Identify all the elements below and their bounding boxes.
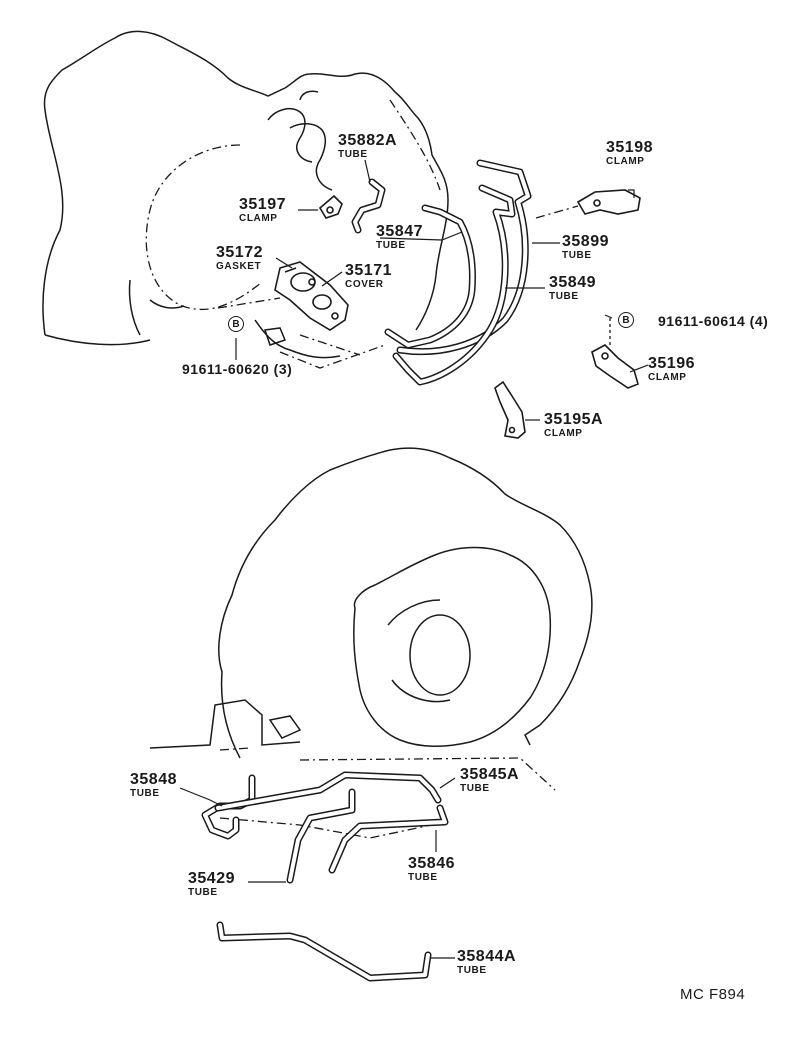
part-number: 35198 bbox=[606, 139, 653, 156]
tube-35848-shape bbox=[201, 771, 442, 840]
part-name: TUBE bbox=[562, 250, 592, 261]
bolt-callout-91611-60620: 91611-60620 (3) bbox=[182, 362, 292, 376]
part-number: 35197 bbox=[239, 196, 286, 213]
part-callout-35198: 35198 CLAMP bbox=[606, 140, 653, 167]
tube-35847-shape bbox=[384, 204, 476, 349]
part-callout-35846: 35846 TUBE bbox=[408, 856, 455, 883]
part-number: 35196 bbox=[648, 355, 695, 372]
part-name: CLAMP bbox=[606, 156, 645, 167]
part-name: CLAMP bbox=[648, 372, 687, 383]
bolt-marker-icon: B bbox=[228, 316, 244, 332]
part-callout-35197: 35197 CLAMP bbox=[239, 197, 286, 224]
bolt-qty: (3) bbox=[273, 361, 293, 377]
tube-35846-shape bbox=[286, 788, 449, 884]
leader-lines bbox=[179, 159, 649, 959]
part-number: 35195A bbox=[544, 411, 604, 428]
tube-35882a-shape bbox=[351, 178, 386, 234]
part-callout-35195a: 35195A CLAMP bbox=[544, 412, 603, 439]
part-callout-35882a: 35882A TUBE bbox=[338, 133, 397, 160]
part-callout-35847: 35847 TUBE bbox=[376, 224, 423, 251]
clamp-35197-shape bbox=[318, 194, 343, 219]
part-number: 35882A bbox=[338, 132, 398, 149]
part-number: 35846 bbox=[408, 855, 455, 872]
part-name: CLAMP bbox=[544, 428, 583, 439]
part-callout-35848: 35848 TUBE bbox=[130, 772, 177, 799]
part-callout-35196: 35196 CLAMP bbox=[648, 356, 695, 383]
part-callout-35899: 35899 TUBE bbox=[562, 234, 609, 261]
tube-35899-shape bbox=[396, 159, 532, 356]
part-number: 35899 bbox=[562, 233, 609, 250]
part-name: TUBE bbox=[376, 240, 406, 251]
upper-transaxle-housing bbox=[42, 30, 449, 359]
clamp-35196-shape bbox=[591, 318, 639, 389]
part-number: 35171 bbox=[345, 262, 392, 279]
part-name: TUBE bbox=[549, 291, 579, 302]
part-name: CLAMP bbox=[239, 213, 278, 224]
figure-code: MC F894 bbox=[680, 986, 746, 1003]
part-number: 35848 bbox=[130, 771, 177, 788]
part-number: 35844A bbox=[457, 948, 517, 965]
part-name: TUBE bbox=[188, 887, 218, 898]
tube-35849-shape bbox=[392, 184, 516, 386]
part-callout-35845a: 35845A TUBE bbox=[460, 767, 519, 794]
part-name: COVER bbox=[345, 279, 384, 290]
part-callout-35171: 35171 COVER bbox=[345, 263, 392, 290]
bolt-callout-91611-60614: 91611-60614 (4) bbox=[658, 314, 768, 328]
clamp-35195a-shape bbox=[494, 380, 526, 439]
tube-35844a-shape bbox=[216, 921, 432, 982]
cover-35171-shape bbox=[274, 261, 349, 331]
part-number: 35172 bbox=[216, 244, 263, 261]
lower-transaxle-housing bbox=[149, 447, 593, 839]
part-number: 35429 bbox=[188, 870, 235, 887]
bolt-qty: (4) bbox=[749, 313, 769, 329]
part-number: 35847 bbox=[376, 223, 423, 240]
part-name: TUBE bbox=[408, 872, 438, 883]
part-callout-35844a: 35844A TUBE bbox=[457, 949, 516, 976]
part-name: TUBE bbox=[460, 783, 490, 794]
part-name: TUBE bbox=[457, 965, 487, 976]
part-callout-35849: 35849 TUBE bbox=[549, 275, 596, 302]
bolt-number: 91611-60620 bbox=[182, 361, 270, 377]
bolt-marker-icon: B bbox=[618, 312, 634, 328]
part-number: 35849 bbox=[549, 274, 596, 291]
part-name: GASKET bbox=[216, 261, 262, 272]
part-name: TUBE bbox=[338, 149, 368, 160]
clamp-35198-shape bbox=[535, 189, 641, 219]
part-callout-35172: 35172 GASKET bbox=[216, 245, 263, 272]
bolt-number: 91611-60614 bbox=[658, 313, 746, 329]
part-number: 35845A bbox=[460, 766, 520, 783]
part-name: TUBE bbox=[130, 788, 160, 799]
part-callout-35429: 35429 TUBE bbox=[188, 871, 235, 898]
